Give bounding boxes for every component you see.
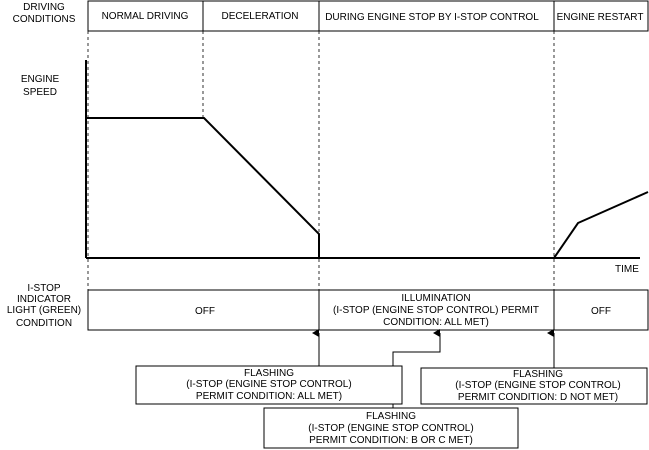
indicator-label-line2: INDICATOR (17, 294, 71, 305)
time-axis-label: TIME (615, 264, 639, 275)
callout-flash-d-box (420, 367, 648, 405)
callout-flash-d-line2: (I-STOP (ENGINE STOP CONTROL) (455, 380, 620, 391)
phase-engine-stop: DURING ENGINE STOP BY I-STOP CONTROL (325, 12, 539, 23)
phase-guide-lines (87, 31, 555, 290)
driving-conditions-row (87, 0, 649, 32)
indicator-label-line1: I-STOP (27, 283, 60, 294)
phase-normal-driving: NORMAL DRIVING (102, 11, 189, 22)
indicator-label-line4: CONDITION (16, 318, 72, 329)
callout-flash-all-line3: PERMIT CONDITION: ALL MET) (196, 391, 342, 402)
indicator-state-off-1: OFF (195, 306, 215, 317)
indicator-label-line3: LIGHT (GREEN) (7, 305, 81, 316)
callout-flash-all-line2: (I-STOP (ENGINE STOP CONTROL) (186, 379, 351, 390)
callout-flash-all-box (135, 365, 403, 405)
phase-deceleration: DECELERATION (221, 11, 298, 22)
callout-flash-bc-line2: (I-STOP (ENGINE STOP CONTROL) (308, 423, 473, 434)
callout-flash-d-line3: PERMIT CONDITION: D NOT MET) (458, 392, 618, 403)
callout-flash-bc-line1: FLASHING (366, 411, 416, 422)
callout-flash-bc-line3: PERMIT CONDITION: B OR C MET) (309, 435, 473, 446)
driving-conditions-label-line2: CONDITIONS (13, 14, 76, 25)
engine-speed-label-line2: SPEED (23, 87, 57, 98)
indicator-row (87, 289, 649, 331)
engine-speed-label-line1: ENGINE (21, 74, 60, 85)
driving-conditions-label-line1: DRIVING (23, 2, 65, 13)
indicator-state-off-2: OFF (591, 306, 611, 317)
indicator-illumination-line1: ILLUMINATION (401, 293, 470, 304)
indicator-illumination-line2: (I-STOP (ENGINE STOP CONTROL) PERMIT (333, 305, 539, 316)
phase-engine-restart: ENGINE RESTART (557, 12, 644, 23)
callout-flash-bc-box (263, 407, 519, 449)
callout-flash-d-line1: FLASHING (513, 369, 563, 380)
callout-flash-all-line1: FLASHING (244, 368, 294, 379)
engine-speed-curve (86, 117, 649, 259)
indicator-illumination-line3: CONDITION: ALL MET) (383, 317, 489, 328)
